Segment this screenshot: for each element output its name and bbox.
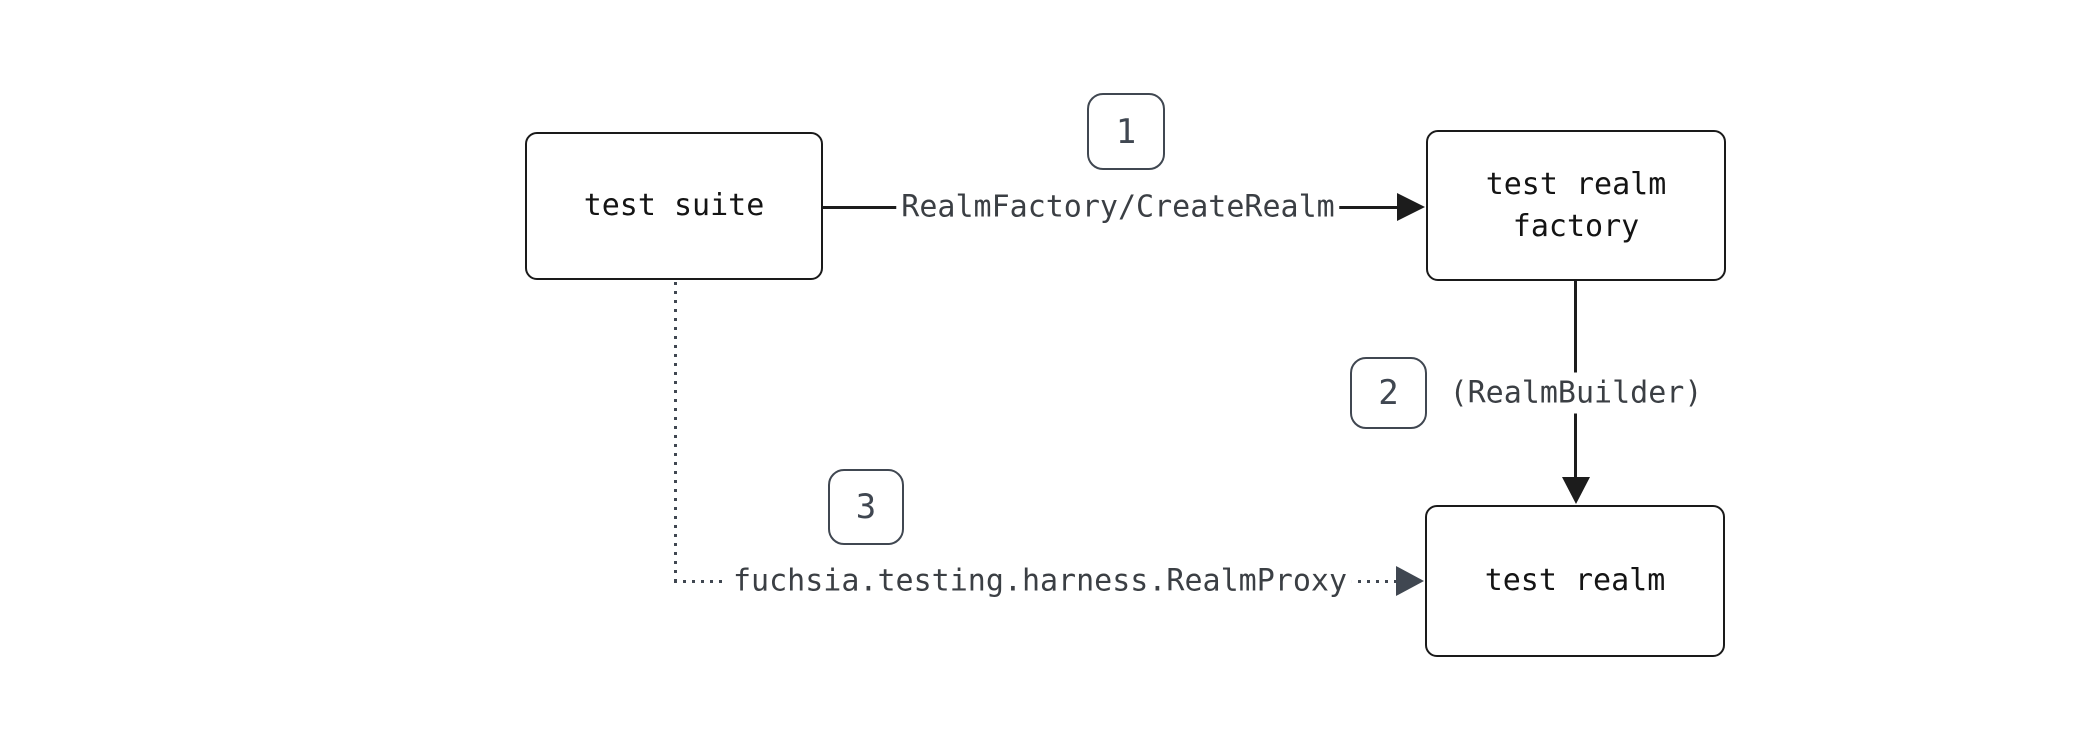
edge-2-label: (RealmBuilder) <box>1444 372 1708 414</box>
node-test-realm: test realm <box>1425 505 1725 657</box>
node-test-suite: test suite <box>525 132 823 280</box>
node-test-realm-factory-label: test realm factory <box>1485 166 1667 244</box>
step-badge-2: 2 <box>1350 357 1427 429</box>
step-badge-3: 3 <box>828 469 904 545</box>
node-test-suite-label: test suite <box>583 188 765 223</box>
node-test-realm-factory: test realm factory <box>1426 130 1726 281</box>
edge-1-label: RealmFactory/CreateRealm <box>896 186 1340 228</box>
edge-3-label: fuchsia.testing.harness.RealmProxy <box>727 560 1353 602</box>
step-badge-1: 1 <box>1087 93 1165 170</box>
edge-3-arrowhead-right-icon <box>1396 566 1424 596</box>
edge-3-line-vertical <box>673 282 677 580</box>
edge-1-arrowhead-right-icon <box>1397 193 1425 221</box>
edge-2-arrowhead-down-icon <box>1561 477 1590 504</box>
node-test-realm-label: test realm <box>1484 563 1666 598</box>
